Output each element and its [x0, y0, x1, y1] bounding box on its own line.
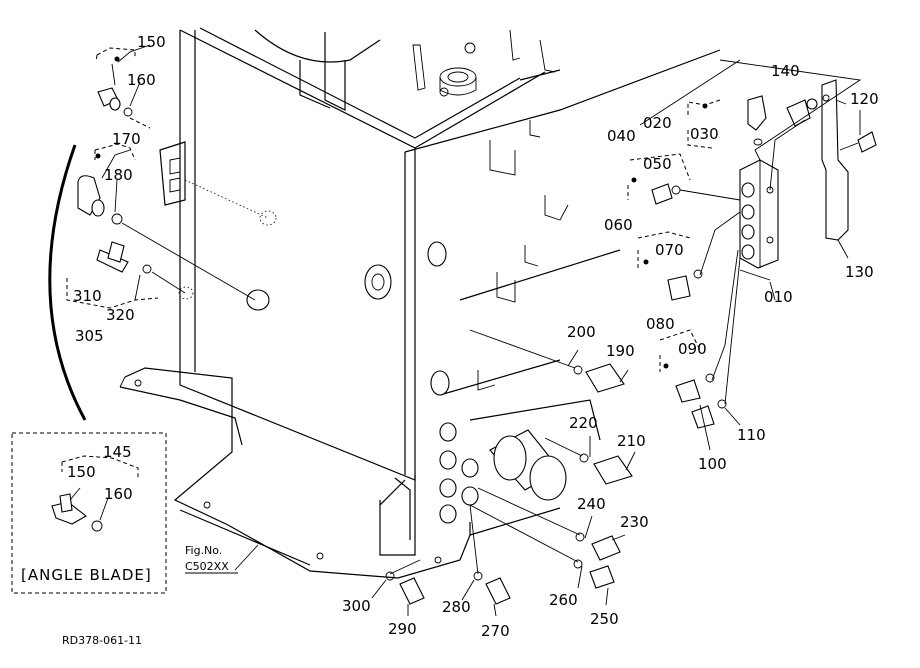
inset-angle-blade — [11, 432, 167, 594]
label-110: 110 — [737, 426, 766, 444]
figure-ref-line2: C502XX — [185, 560, 229, 573]
part-number-labels: 150 160 170 180 310 320 305 140 120 020 … — [67, 33, 879, 640]
label-305: 305 — [75, 327, 104, 345]
label-090: 090 — [678, 340, 707, 358]
machine-frame — [119, 27, 721, 579]
label-230: 230 — [620, 513, 649, 531]
label-080: 080 — [646, 315, 675, 333]
label-220: 220 — [569, 414, 598, 432]
label-180: 180 — [104, 166, 133, 184]
label-280: 280 — [442, 598, 471, 616]
label-120: 120 — [850, 90, 879, 108]
label-160: 160 — [127, 71, 156, 89]
label-150-inset: 150 — [67, 463, 96, 481]
label-170: 170 — [112, 130, 141, 148]
label-160-inset: 160 — [104, 485, 133, 503]
label-190: 190 — [606, 342, 635, 360]
inset-caption: [ANGLE BLADE] — [21, 566, 152, 584]
group-brackets — [66, 47, 721, 372]
label-250: 250 — [590, 610, 619, 628]
leader-lines — [101, 44, 862, 617]
label-260: 260 — [549, 591, 578, 609]
label-290: 290 — [388, 620, 417, 638]
label-310: 310 — [73, 287, 102, 305]
label-140: 140 — [771, 62, 800, 80]
label-320: 320 — [106, 306, 135, 324]
label-270: 270 — [481, 622, 510, 640]
figure-ref-line1: Fig.No. — [185, 544, 222, 557]
drawing-number: RD378-061-11 — [62, 634, 142, 647]
bracket-130 — [821, 79, 849, 241]
label-030: 030 — [690, 125, 719, 143]
label-200: 200 — [567, 323, 596, 341]
label-210: 210 — [617, 432, 646, 450]
label-010: 010 — [764, 288, 793, 306]
label-145: 145 — [103, 443, 132, 461]
label-100: 100 — [698, 455, 727, 473]
label-240: 240 — [577, 495, 606, 513]
label-050: 050 — [643, 155, 672, 173]
outline-arc — [48, 144, 87, 421]
label-130: 130 — [845, 263, 874, 281]
label-070: 070 — [655, 241, 684, 259]
label-300: 300 — [342, 597, 371, 615]
label-040: 040 — [607, 127, 636, 145]
label-150: 150 — [137, 33, 166, 51]
label-020: 020 — [643, 114, 672, 132]
annotations: Fig.No. C502XX [ANGLE BLADE] RD378-061-1… — [21, 544, 238, 647]
label-060: 060 — [604, 216, 633, 234]
valve-block-010 — [739, 159, 779, 269]
fittings — [77, 87, 877, 605]
